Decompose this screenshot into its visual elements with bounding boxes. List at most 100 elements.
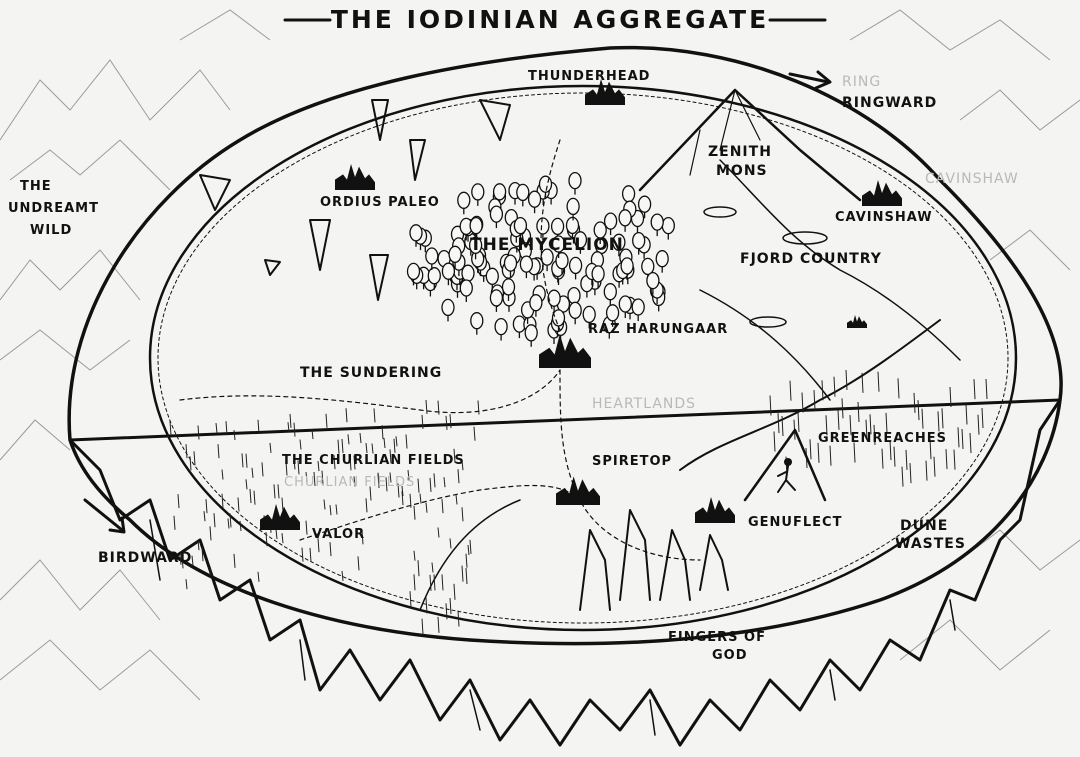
field-stroke (877, 371, 880, 392)
field-stroke (421, 414, 424, 429)
field-stroke (299, 439, 302, 450)
field-stroke (861, 372, 864, 393)
field-stroke (773, 431, 776, 452)
field-stroke (251, 467, 254, 478)
mushroom-icon (503, 254, 518, 278)
field-stroke (881, 448, 884, 469)
field-stroke (361, 530, 364, 545)
field-stroke (921, 408, 924, 429)
mushroom-icon (568, 171, 582, 195)
background-sketch-mountains (0, 9, 1080, 701)
field-stroke (197, 540, 200, 551)
field-stroke (329, 505, 332, 516)
field-stroke (385, 477, 388, 492)
mushroom-icon (593, 221, 607, 244)
label-fingers-of-god-1: FINGERS OF (668, 630, 766, 645)
label-mycelion: THE MYCELION (470, 235, 624, 255)
field-stroke (797, 411, 800, 432)
mushroom-icon (494, 317, 508, 341)
field-stroke (287, 422, 290, 433)
crystal-shards (199, 99, 511, 301)
field-stroke (281, 497, 284, 512)
field-stroke (311, 429, 314, 440)
field-stroke (365, 442, 368, 454)
field-stroke (245, 479, 248, 490)
mushroom-icon (551, 235, 566, 258)
field-stroke (833, 376, 836, 397)
label-birdward: BIRDWARD (98, 550, 192, 566)
field-stroke (213, 513, 216, 528)
field-stroke (419, 493, 422, 504)
field-stroke (461, 460, 464, 471)
field-stroke (209, 566, 212, 577)
field-stroke (269, 442, 272, 453)
city-genuflect-icon (695, 497, 735, 523)
label-valor: VALOR (312, 527, 365, 542)
map-title: THE IODINIAN AGGREGATE (331, 5, 769, 34)
field-stroke (253, 490, 256, 505)
label-undreamt-wild-3: WILD (30, 223, 72, 238)
field-stroke (369, 486, 372, 501)
mycelion-forest (406, 171, 675, 347)
mushroom-icon (551, 309, 566, 332)
island-underside (68, 398, 1062, 747)
island-rim (148, 84, 1018, 632)
field-stroke (323, 499, 326, 510)
city-valor-icon (260, 504, 300, 530)
field-stroke (789, 380, 792, 401)
mushroom-icon (519, 255, 534, 279)
field-stroke (373, 408, 376, 423)
field-stroke (461, 507, 464, 522)
field-stroke (233, 430, 236, 441)
mushroom-icon (582, 305, 596, 329)
label-cavinshaw-faint: CAVINSHAW (925, 171, 1019, 187)
mushroom-icon (620, 257, 634, 280)
field-stroke (937, 411, 940, 432)
field-stroke (905, 449, 908, 470)
field-stroke (445, 603, 448, 620)
field-stroke (337, 439, 340, 454)
mushroom-icon (501, 278, 516, 301)
field-stroke (245, 453, 248, 468)
field-stroke (957, 427, 960, 448)
field-stroke (465, 553, 468, 568)
field-stroke (985, 378, 988, 400)
mushroom-icon (457, 191, 471, 215)
field-stroke (407, 469, 410, 481)
field-stroke (335, 504, 338, 515)
field-stroke (853, 442, 856, 463)
field-stroke (169, 421, 172, 436)
label-heartlands-faint: HEARTLANDS (592, 396, 696, 412)
field-stroke (257, 571, 260, 582)
field-stroke (477, 400, 480, 415)
field-stroke (917, 400, 920, 421)
island-rim-inner (157, 92, 1009, 624)
label-undreamt-wild-1: THE (20, 179, 52, 194)
mushroom-icon (448, 245, 462, 269)
field-stroke (949, 386, 952, 408)
field-stroke (429, 477, 432, 492)
mushroom-icon (536, 217, 550, 240)
field-stroke (449, 414, 452, 429)
field-stroke (265, 532, 268, 547)
field-stroke (389, 472, 392, 483)
field-stroke (873, 424, 876, 445)
field-stroke (925, 460, 928, 481)
mushroom-icon (441, 298, 455, 322)
field-stroke (209, 526, 212, 541)
field-stroke (769, 395, 772, 416)
field-stroke (277, 484, 280, 499)
field-stroke (273, 484, 276, 499)
field-stroke (377, 472, 380, 483)
mushroom-icon (603, 283, 617, 306)
field-stroke (973, 379, 976, 400)
field-stroke (425, 502, 428, 513)
field-stroke (261, 462, 264, 477)
field-stroke (359, 433, 362, 444)
field-stroke (443, 477, 446, 488)
field-stroke (329, 542, 332, 557)
field-stroke (221, 493, 224, 508)
field-stroke (405, 434, 408, 449)
mushroom-icon (469, 216, 483, 240)
mushroom-icon (427, 267, 441, 290)
